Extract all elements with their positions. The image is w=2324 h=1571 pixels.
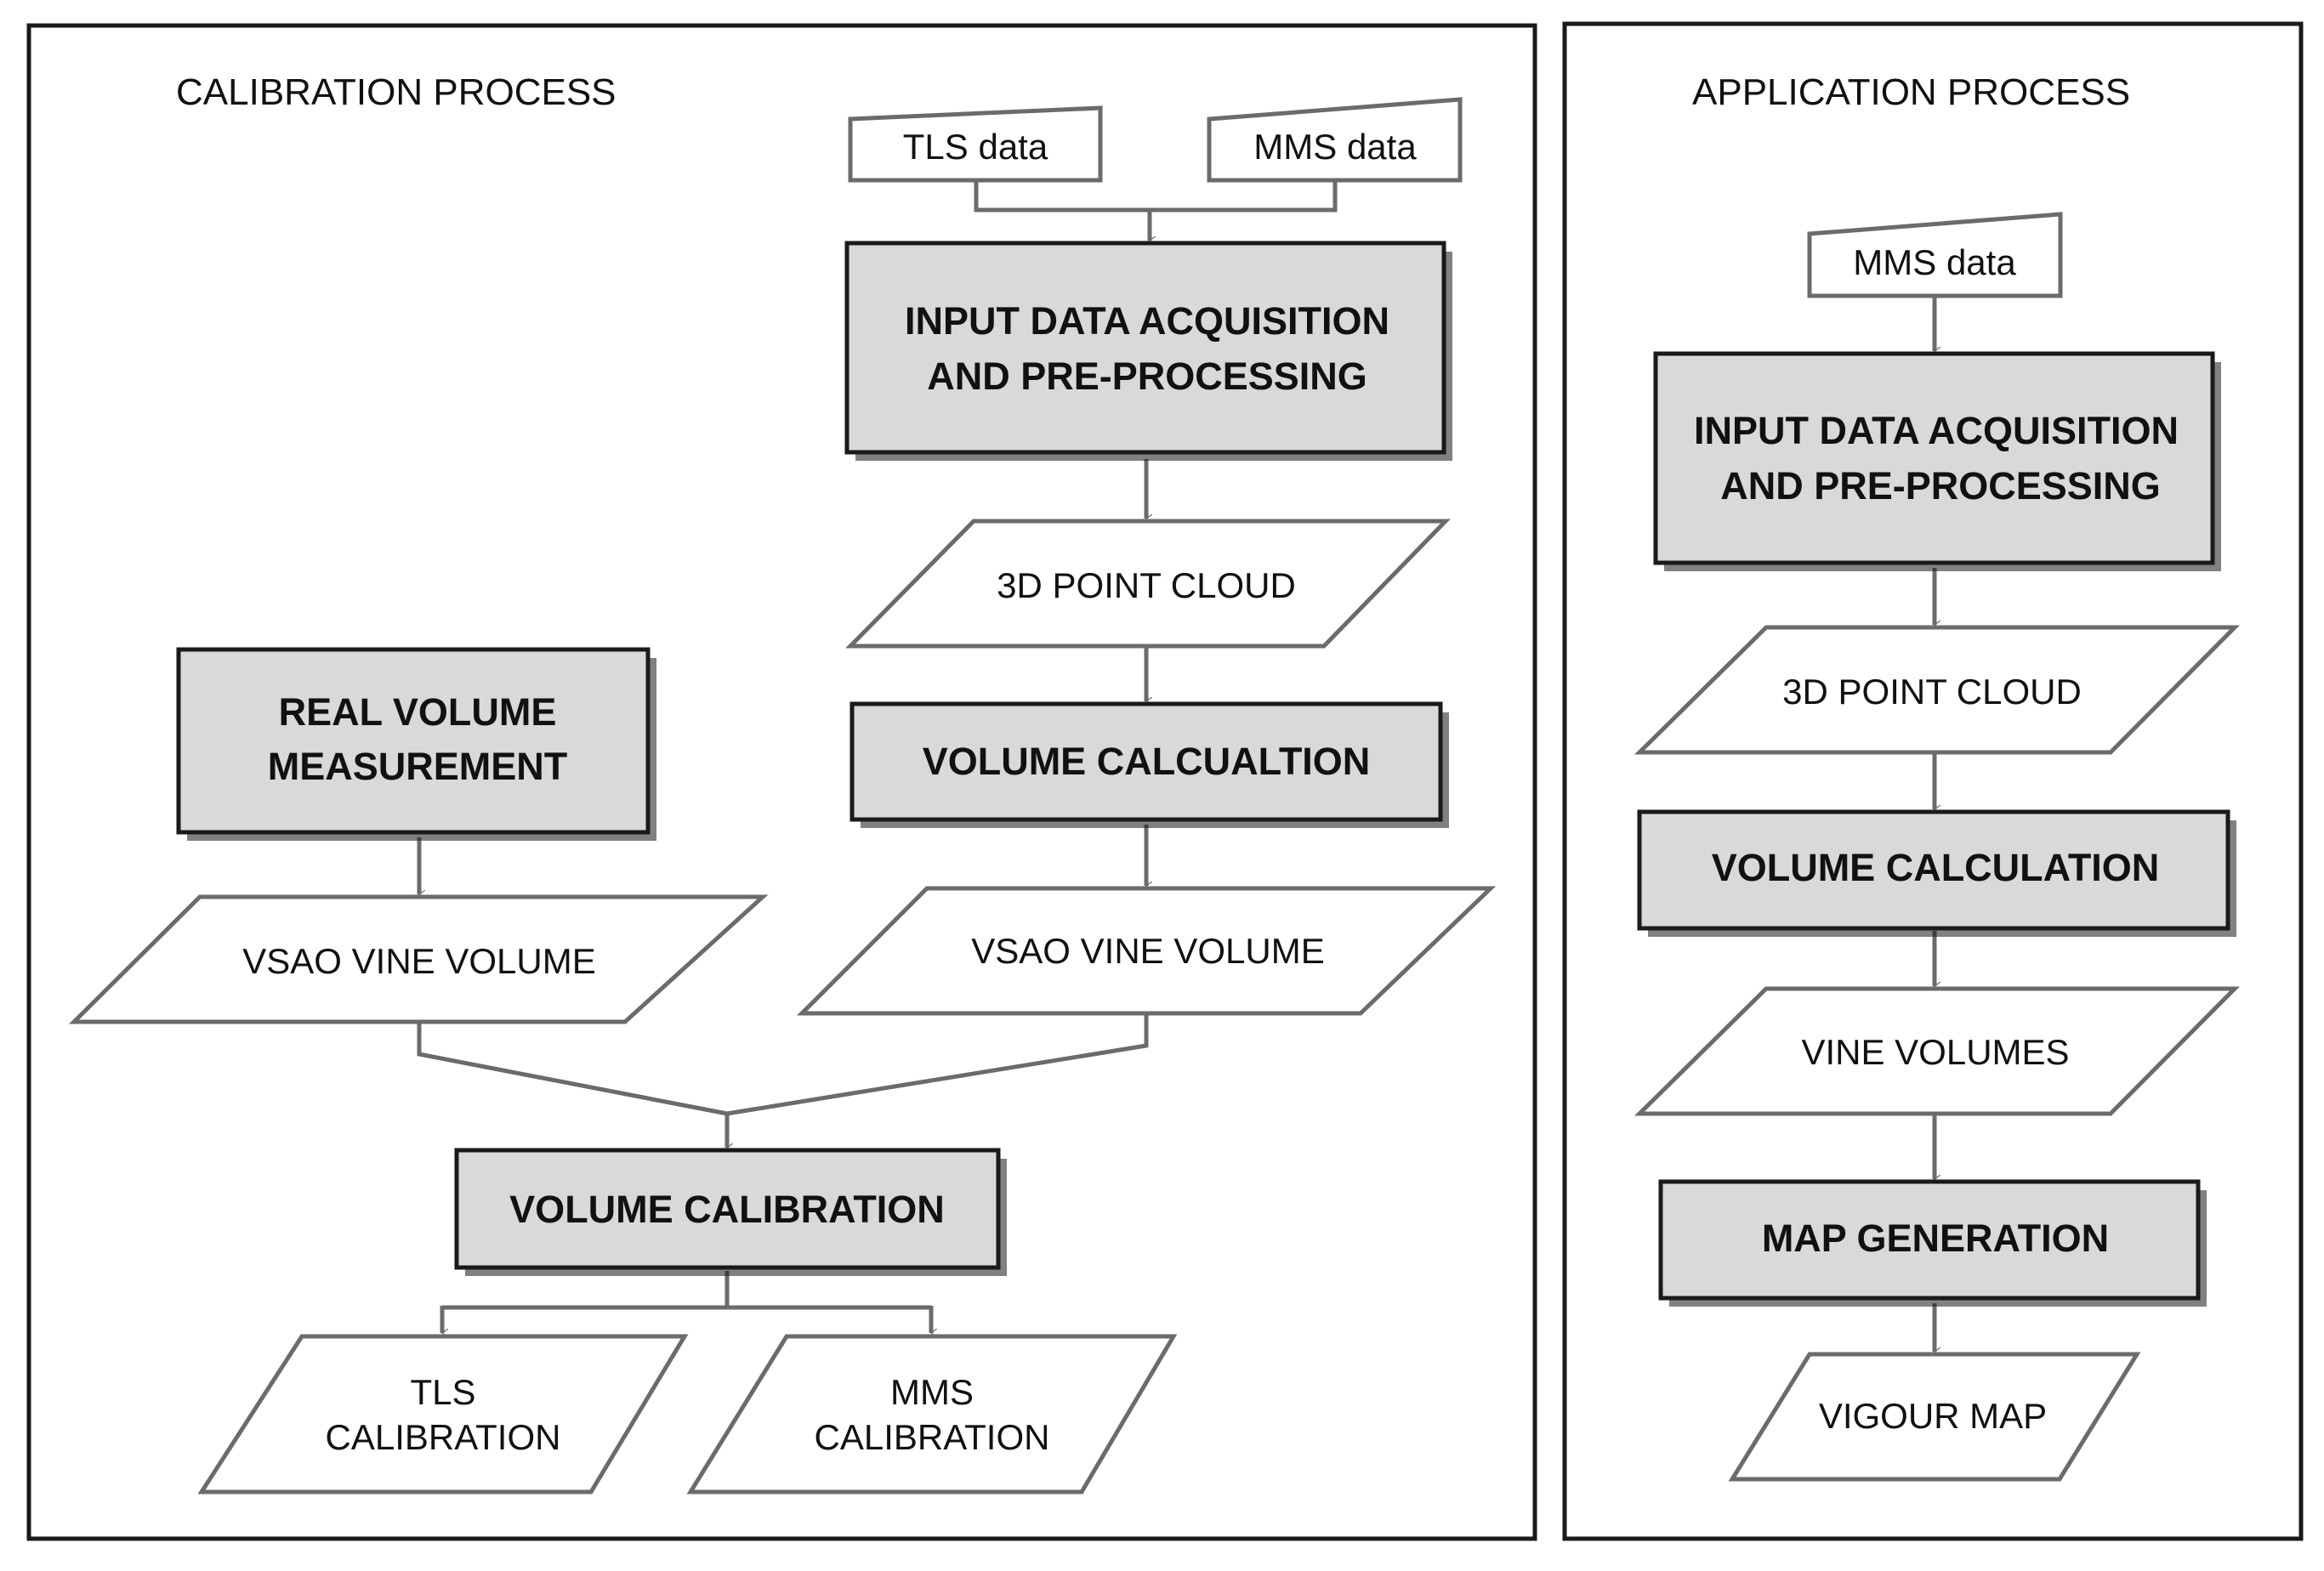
app-volume-calculation-label: VOLUME CALCULATION	[1712, 846, 2160, 889]
volume-calibration-label: VOLUME CALIBRATION	[509, 1188, 945, 1231]
mms-calibration-line2: CALIBRATION	[815, 1417, 1050, 1457]
app-input-acquisition-process: INPUT DATA ACQUISITION AND PRE-PROCESSIN…	[1653, 351, 2221, 571]
mms-data-label: MMS data	[1253, 127, 1417, 167]
vsao-vine-volume-left: VSAO VINE VOLUME	[68, 894, 769, 1024]
app-vine-volumes-label: VINE VOLUMES	[1801, 1032, 2069, 1072]
app-point-cloud-data: 3D POINT CLOUD	[1634, 625, 2241, 755]
app-map-generation-label: MAP GENERATION	[1762, 1217, 2109, 1260]
app-vigour-map-output: VIGOUR MAP	[1728, 1352, 2141, 1482]
app-map-generation-process: MAP GENERATION	[1658, 1179, 2207, 1307]
tls-calibration-line1: TLS	[410, 1372, 475, 1412]
app-point-cloud-label: 3D POINT CLOUD	[1782, 672, 2082, 712]
real-volume-measurement-process: REAL VOLUME MEASUREMENT	[176, 647, 656, 841]
vsao-vine-volume-right: VSAO VINE VOLUME	[796, 886, 1497, 1016]
mms-calibration-output: MMS CALIBRATION	[686, 1334, 1178, 1494]
volume-calculation-label: VOLUME CALCUALTION	[923, 740, 1371, 783]
app-vine-volumes-data: VINE VOLUMES	[1634, 986, 2241, 1116]
application-panel-title: APPLICATION PROCESS	[1692, 71, 2130, 113]
app-vigour-map-label: VIGOUR MAP	[1819, 1396, 2047, 1436]
volume-calibration-process: VOLUME CALIBRATION	[454, 1148, 1007, 1276]
point-cloud-label: 3D POINT CLOUD	[997, 565, 1296, 605]
connector-vsao-right-merge	[726, 1013, 1149, 1116]
connector-tls-data-merge	[974, 180, 1338, 213]
vsao-vine-volume-right-label: VSAO VINE VOLUME	[971, 931, 1324, 971]
tls-calibration-line2: CALIBRATION	[326, 1417, 561, 1457]
app-volume-calculation-process: VOLUME CALCULATION	[1637, 809, 2236, 937]
real-volume-line1: REAL VOLUME	[279, 690, 557, 734]
volume-calculation-process: VOLUME CALCUALTION	[849, 701, 1449, 828]
mms-data-input: MMS data	[1207, 97, 1463, 183]
calibration-panel-title: CALIBRATION PROCESS	[176, 71, 617, 113]
input-acquisition-line2: AND PRE-PROCESSING	[927, 354, 1367, 398]
tls-calibration-output: TLS CALIBRATION	[197, 1334, 689, 1494]
connector-calibration-split	[442, 1271, 730, 1310]
input-acquisition-process: INPUT DATA ACQUISITION AND PRE-PROCESSIN…	[844, 241, 1452, 461]
tls-data-input: TLS data	[848, 105, 1103, 183]
mms-calibration-line1: MMS	[890, 1372, 974, 1412]
vsao-vine-volume-left-label: VSAO VINE VOLUME	[242, 941, 595, 981]
calibration-panel-frame	[26, 23, 1537, 1541]
connector-vsao-left-merge	[417, 1020, 728, 1116]
connectors	[417, 180, 1935, 1352]
application-panel-frame	[1562, 21, 2304, 1541]
app-input-acquisition-line2: AND PRE-PROCESSING	[1720, 464, 2161, 508]
input-acquisition-line1: INPUT DATA ACQUISITION	[905, 299, 1389, 343]
real-volume-line2: MEASUREMENT	[268, 745, 568, 788]
point-cloud-data: 3D POINT CLOUD	[845, 519, 1451, 649]
tls-data-label: TLS data	[903, 127, 1048, 167]
app-input-acquisition-line1: INPUT DATA ACQUISITION	[1694, 409, 2179, 452]
app-mms-data-input: MMS data	[1807, 212, 2063, 298]
app-mms-data-label: MMS data	[1853, 242, 2016, 282]
